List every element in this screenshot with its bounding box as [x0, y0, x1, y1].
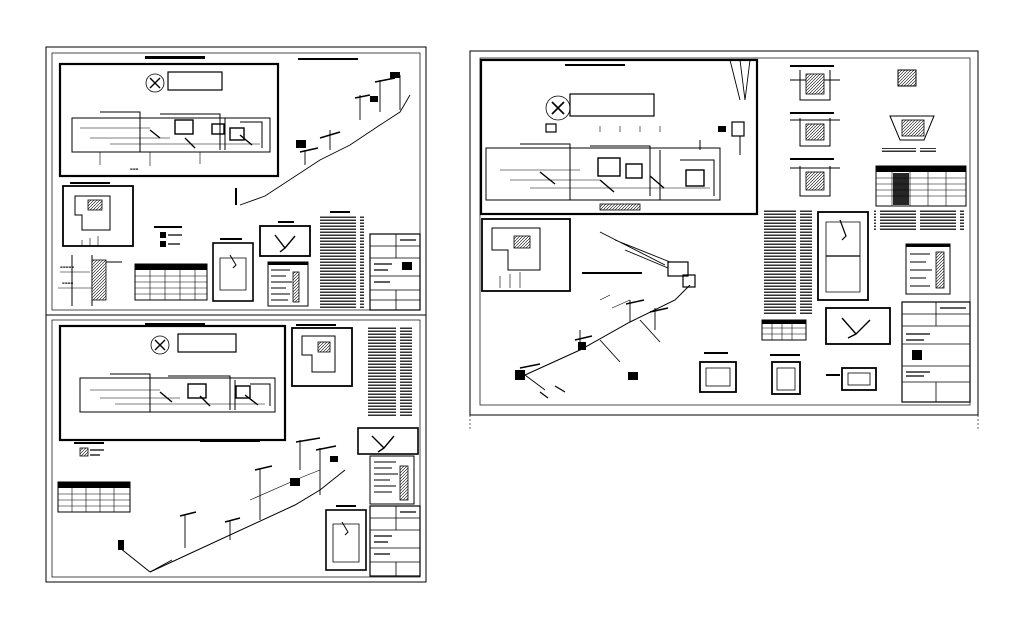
pit-detail-3 — [826, 367, 877, 391]
svg-text:▬▬▬: ▬▬▬ — [130, 167, 139, 171]
floor-plan-detail-1 — [62, 182, 134, 247]
sheet-bottom-left — [45, 314, 427, 583]
schedule-table-3 — [875, 165, 967, 207]
site-plan-frame: ▬▬▬ — [58, 56, 280, 178]
general-notes-1 — [316, 211, 364, 308]
symbol-box-3 — [825, 307, 891, 345]
symbol-box-2 — [357, 427, 419, 455]
legend-block-1 — [154, 226, 182, 247]
legend-list-3 — [905, 243, 951, 295]
general-notes-2 — [368, 327, 412, 417]
isometric-riser-diagram-2 — [118, 437, 346, 573]
isometric-riser-diagram-1 — [235, 58, 411, 206]
site-plan-frame-2 — [58, 323, 287, 442]
detail-box-2 — [325, 505, 367, 571]
title-block-3 — [901, 301, 971, 403]
schedule-table-2 — [57, 481, 131, 513]
section-details-column — [790, 65, 840, 197]
floor-plan-detail-3 — [481, 218, 571, 292]
svg-text:▬▬▬▬: ▬▬▬▬ — [62, 281, 74, 285]
section-detail-1: ▬▬▬▬▬ ▬▬▬▬ — [58, 255, 122, 306]
schedule-table-1 — [134, 263, 208, 301]
title-block-2 — [369, 505, 421, 577]
pit-detail-1 — [699, 352, 737, 393]
symbol-box-1 — [259, 221, 311, 257]
detail-box-1 — [212, 238, 254, 302]
sheet-top-left: ▬▬▬ ▬▬▬▬▬ ▬▬▬▬ — [45, 46, 427, 316]
title-block-1 — [369, 233, 421, 311]
svg-text:▬▬▬▬▬: ▬▬▬▬▬ — [60, 265, 74, 269]
legend-list-2 — [369, 455, 415, 505]
schedule-table-4 — [761, 319, 807, 341]
isometric-riser-diagram-3 — [515, 231, 696, 399]
material-detail — [882, 69, 936, 152]
detail-box-3 — [817, 211, 869, 301]
general-notes-3 — [764, 210, 964, 314]
legend-list-1 — [267, 261, 309, 307]
sheet-right — [469, 50, 979, 430]
floor-plan-detail-2 — [291, 324, 353, 387]
site-plan-frame-3 — [479, 58, 759, 216]
legend-block-2 — [74, 442, 104, 457]
pit-detail-2 — [770, 354, 801, 395]
